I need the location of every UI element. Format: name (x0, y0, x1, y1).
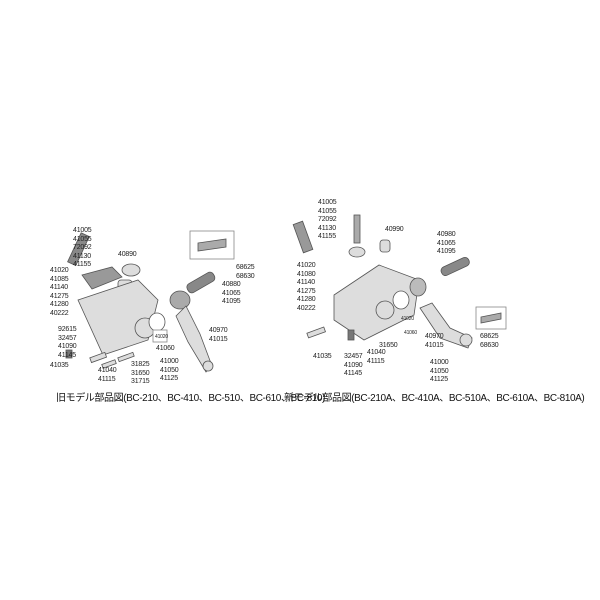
part-number: 41020 (155, 334, 168, 340)
part-number: 41115 (367, 357, 385, 365)
old-label-assembly: 41000 41050 41125 (160, 358, 179, 384)
part-number: 32457 (58, 334, 77, 342)
old-label-collar: 41060 (156, 345, 175, 354)
part-number: 31715 (131, 378, 150, 386)
part-number: 41060 (156, 345, 175, 352)
part-number: 40890 (118, 251, 137, 258)
part-number: 41005 (318, 199, 337, 206)
part-number: 92615 (58, 326, 77, 333)
part-number: 41080 (297, 270, 316, 278)
part-number: 41000 (430, 359, 449, 366)
part-number: 41145 (344, 370, 362, 378)
part-number: 41115 (98, 375, 116, 383)
part-number: 40222 (50, 309, 69, 317)
part-number: 68625 (236, 264, 255, 271)
part-number: 68625 (480, 333, 499, 340)
part-number: 31825 (131, 361, 150, 368)
part-number: 41140 (50, 284, 68, 292)
new-label-pin3: 31650 (379, 342, 398, 351)
part-number: 41145 (58, 351, 76, 359)
new-label-body: 41020 41080 41140 41275 41280 40222 (297, 262, 316, 314)
new-label-pin2: 41040 41115 (367, 349, 386, 366)
part-number: 40970 (209, 327, 228, 334)
part-number: 41000 (160, 358, 179, 365)
part-number: 41065 (437, 239, 456, 247)
old-label-pin2: 41040 41115 (98, 367, 117, 384)
part-number: 41015 (425, 341, 444, 349)
part-number: 41090 (344, 361, 363, 369)
part-number: 41130 (73, 252, 91, 260)
old-model-caption: 旧モデル部品図(BC-210、BC-410、BC-510、BC-610、BC-8… (56, 393, 325, 404)
part-number: 41275 (50, 292, 69, 300)
old-label-screw: 40880 41065 41095 (222, 281, 241, 307)
part-number: 72092 (73, 244, 92, 252)
part-number: 41085 (50, 275, 69, 283)
new-label-screw: 40980 41065 41095 (437, 231, 456, 257)
part-number: 32457 (344, 353, 363, 360)
part-number: 41020 (401, 316, 414, 322)
part-number: 41090 (58, 343, 77, 351)
part-number: 41055 (318, 207, 337, 215)
old-label-bolt: 92615 32457 41090 41145 (58, 326, 77, 360)
part-number: 41050 (160, 366, 179, 374)
new-label-assembly: 41000 41050 41125 (430, 359, 449, 385)
part-number: 40880 (222, 281, 241, 288)
part-number: 41125 (430, 376, 448, 384)
part-number: 41005 (73, 227, 92, 234)
part-number: 41020 (297, 262, 316, 269)
part-number: 41015 (209, 335, 228, 343)
old-label-pin: 41035 (50, 362, 69, 371)
old-label-handle: 40970 41015 (209, 327, 228, 344)
part-number: 40990 (385, 226, 404, 233)
part-number: 40222 (297, 304, 316, 312)
new-label-small-box: 41020 (401, 315, 414, 324)
part-number: 41060 (404, 330, 417, 336)
part-number: 40970 (425, 333, 444, 340)
old-label-body: 41020 41085 41140 41275 41280 40222 (50, 267, 69, 319)
part-number: 41035 (50, 362, 69, 369)
part-number: 41040 (367, 349, 386, 356)
new-label-pin: 41035 (313, 353, 332, 362)
new-model-caption: 新モデル部品図(BC-210A、BC-410A、BC-510A、BC-610A、… (284, 393, 585, 404)
part-number: 41065 (222, 289, 241, 297)
new-model-drawing (292, 214, 507, 349)
part-number: 40980 (437, 231, 456, 238)
part-number: 72092 (318, 216, 337, 224)
part-number: 41095 (437, 248, 456, 256)
part-number: 41035 (313, 353, 332, 360)
part-number: 41040 (98, 367, 117, 374)
part-number: 31650 (379, 342, 398, 349)
new-label-handle: 40970 41015 (425, 333, 444, 350)
old-model-drawing (65, 230, 235, 373)
part-number: 41130 (318, 224, 336, 232)
part-number: 68630 (236, 272, 255, 280)
part-number: 31650 (131, 369, 150, 377)
part-number: 41280 (50, 301, 69, 309)
new-label-top-chain: 41005 41055 72092 41130 41155 (318, 199, 337, 242)
part-number: 41155 (318, 233, 336, 241)
new-label-chain-box: 68625 68630 (480, 333, 499, 350)
new-label-roller: 40990 (385, 226, 404, 235)
part-number: 41055 (73, 235, 92, 243)
part-number: 68630 (480, 341, 499, 349)
part-number: 41050 (430, 367, 449, 375)
part-number: 41140 (297, 279, 315, 287)
part-number: 41020 (50, 267, 69, 274)
new-label-bolt: 32457 41090 41145 (344, 353, 363, 379)
old-label-chain-box: 68625 68630 (236, 264, 255, 281)
new-label-collar: 41060 (404, 329, 417, 338)
old-label-top-chain: 41005 41055 72092 41130 41155 (73, 227, 92, 270)
old-label-pin3: 31825 31650 31715 (131, 361, 150, 387)
old-label-roller: 40890 (118, 251, 137, 260)
part-number: 41125 (160, 375, 178, 383)
part-number: 41155 (73, 261, 91, 269)
part-number: 41280 (297, 296, 316, 304)
part-number: 41095 (222, 298, 241, 306)
old-label-small-box: 41020 (155, 333, 168, 342)
part-number: 41275 (297, 287, 316, 295)
